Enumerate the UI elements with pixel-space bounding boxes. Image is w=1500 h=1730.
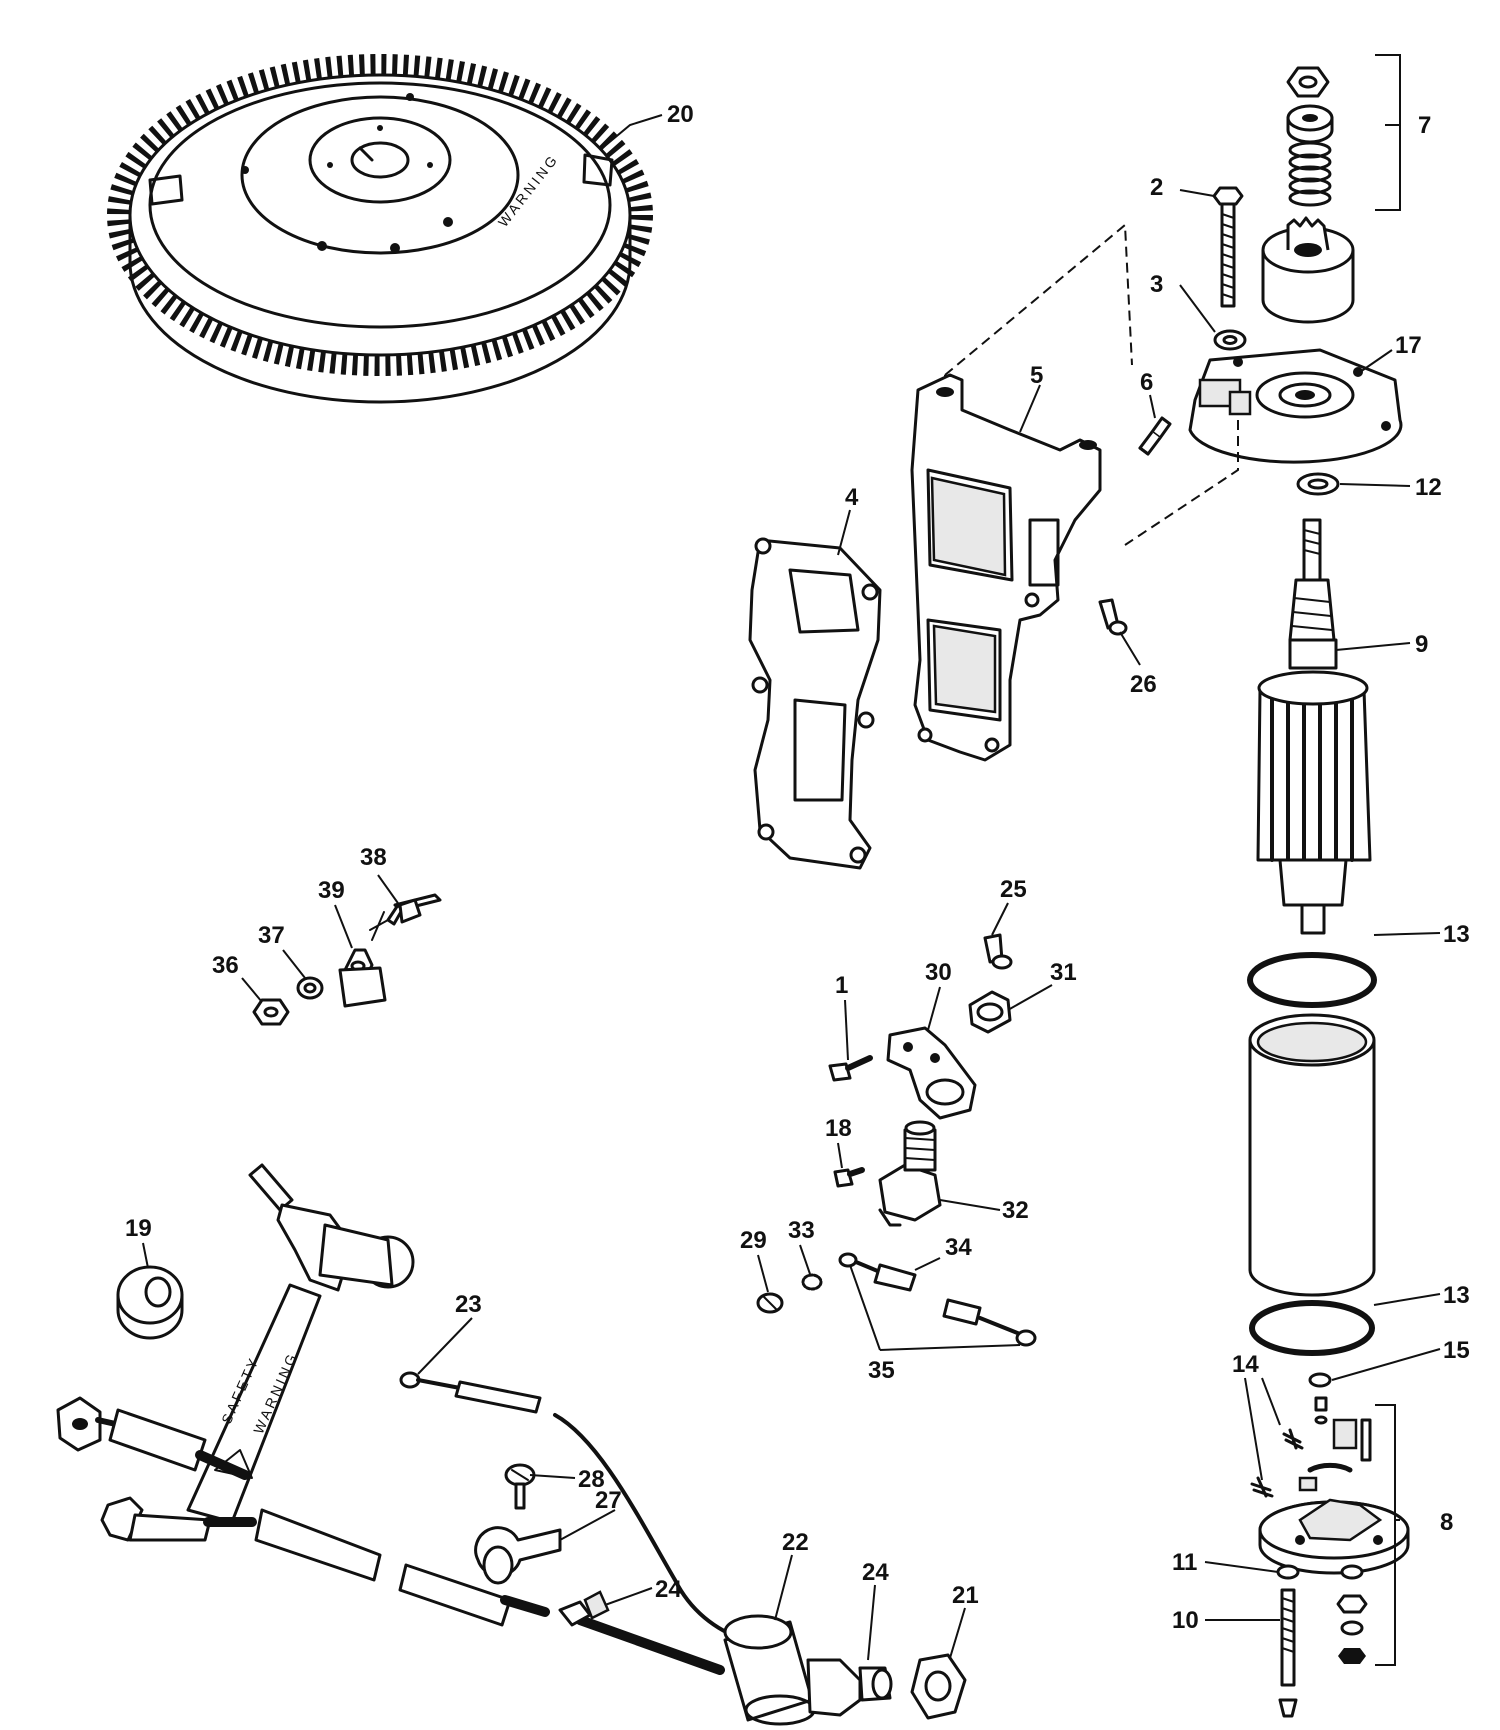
callout-25: 25 xyxy=(1000,876,1027,903)
callout-19: 19 xyxy=(125,1215,152,1242)
flywheel: WARNING xyxy=(107,54,653,404)
callout-24-lower: 24 xyxy=(655,1576,682,1603)
mounting-gasket xyxy=(748,537,882,870)
callout-5: 5 xyxy=(1030,362,1043,389)
callout-29: 29 xyxy=(740,1227,767,1254)
thrust-washer xyxy=(1296,472,1340,496)
callout-6: 6 xyxy=(1140,369,1153,396)
upper-end-cap xyxy=(1188,348,1403,464)
callout-36: 36 xyxy=(212,952,239,979)
callout-34: 34 xyxy=(945,1234,972,1261)
cable-clamp-hardware xyxy=(474,1463,610,1627)
callout-4: 4 xyxy=(845,484,859,511)
starter-washer xyxy=(1213,329,1247,351)
callout-35: 35 xyxy=(868,1357,895,1384)
upper-o-ring xyxy=(1247,952,1377,1008)
clamp-group xyxy=(252,893,442,1026)
callout-38: 38 xyxy=(360,844,387,871)
callout-1: 1 xyxy=(835,972,848,999)
drive-nut-spring-assembly xyxy=(1286,66,1334,207)
solenoid-mount-group xyxy=(828,933,1013,1227)
callout-33: 33 xyxy=(788,1217,815,1244)
through-bolt xyxy=(1278,1588,1298,1718)
assembly-dashed-line-top xyxy=(944,222,1133,376)
callout-12: 12 xyxy=(1415,474,1442,501)
callout-7: 7 xyxy=(1418,112,1431,139)
callout-9: 9 xyxy=(1415,631,1428,658)
starter-bolt xyxy=(1212,186,1244,308)
battery-cable-assembly: SAFETY WARNING xyxy=(56,1163,725,1675)
starter-drive-gear xyxy=(1261,216,1355,324)
thrust-cap xyxy=(1308,1372,1332,1388)
grommet xyxy=(116,1265,184,1340)
wire-clip xyxy=(1098,598,1128,636)
callout-31: 31 xyxy=(1050,959,1077,986)
callout-13-lower: 13 xyxy=(1443,1282,1470,1309)
starter-solenoid xyxy=(723,1614,893,1726)
hex-nut xyxy=(910,1653,967,1720)
callout-37: 37 xyxy=(258,922,285,949)
solenoid-lead-wire xyxy=(399,1371,747,1642)
callout-8: 8 xyxy=(1440,1509,1453,1536)
terminal-hardware-stack xyxy=(1336,1564,1368,1664)
callout-28: 28 xyxy=(578,1466,605,1493)
callout-24-upper: 24 xyxy=(862,1559,889,1586)
starter-mounting-bracket xyxy=(910,373,1102,762)
callout-labels: 20 7 2 3 17 5 6 12 4 9 26 38 39 37 36 25… xyxy=(125,101,1470,1634)
callout-22: 22 xyxy=(782,1529,809,1556)
assembly-dashed-line-bottom xyxy=(1124,420,1239,546)
starter-frame-housing xyxy=(1248,1013,1376,1297)
lower-o-ring xyxy=(1249,1300,1375,1356)
callout-17: 17 xyxy=(1395,332,1422,359)
callout-23: 23 xyxy=(455,1291,482,1318)
callout-32: 32 xyxy=(1002,1197,1029,1224)
dowel-pin xyxy=(1138,416,1172,456)
callout-27: 27 xyxy=(595,1487,622,1514)
callout-11: 11 xyxy=(1172,1549,1197,1576)
callout-20: 20 xyxy=(667,101,694,128)
callout-3: 3 xyxy=(1150,271,1163,298)
callout-21: 21 xyxy=(952,1582,979,1609)
callout-2: 2 xyxy=(1150,174,1163,201)
callout-26: 26 xyxy=(1130,671,1157,698)
callout-15: 15 xyxy=(1443,1337,1470,1364)
callout-10: 10 xyxy=(1172,1607,1199,1634)
callout-13-upper: 13 xyxy=(1443,921,1470,948)
armature xyxy=(1256,518,1372,935)
leader-lines xyxy=(142,54,1441,1666)
lower-end-cap-assembly xyxy=(1250,1396,1410,1575)
lockwasher xyxy=(1276,1564,1300,1580)
callout-14: 14 xyxy=(1232,1351,1259,1378)
callout-39: 39 xyxy=(318,877,345,904)
callout-18: 18 xyxy=(825,1115,852,1142)
solenoid-lead-group xyxy=(756,1252,1037,1347)
callout-30: 30 xyxy=(925,959,952,986)
